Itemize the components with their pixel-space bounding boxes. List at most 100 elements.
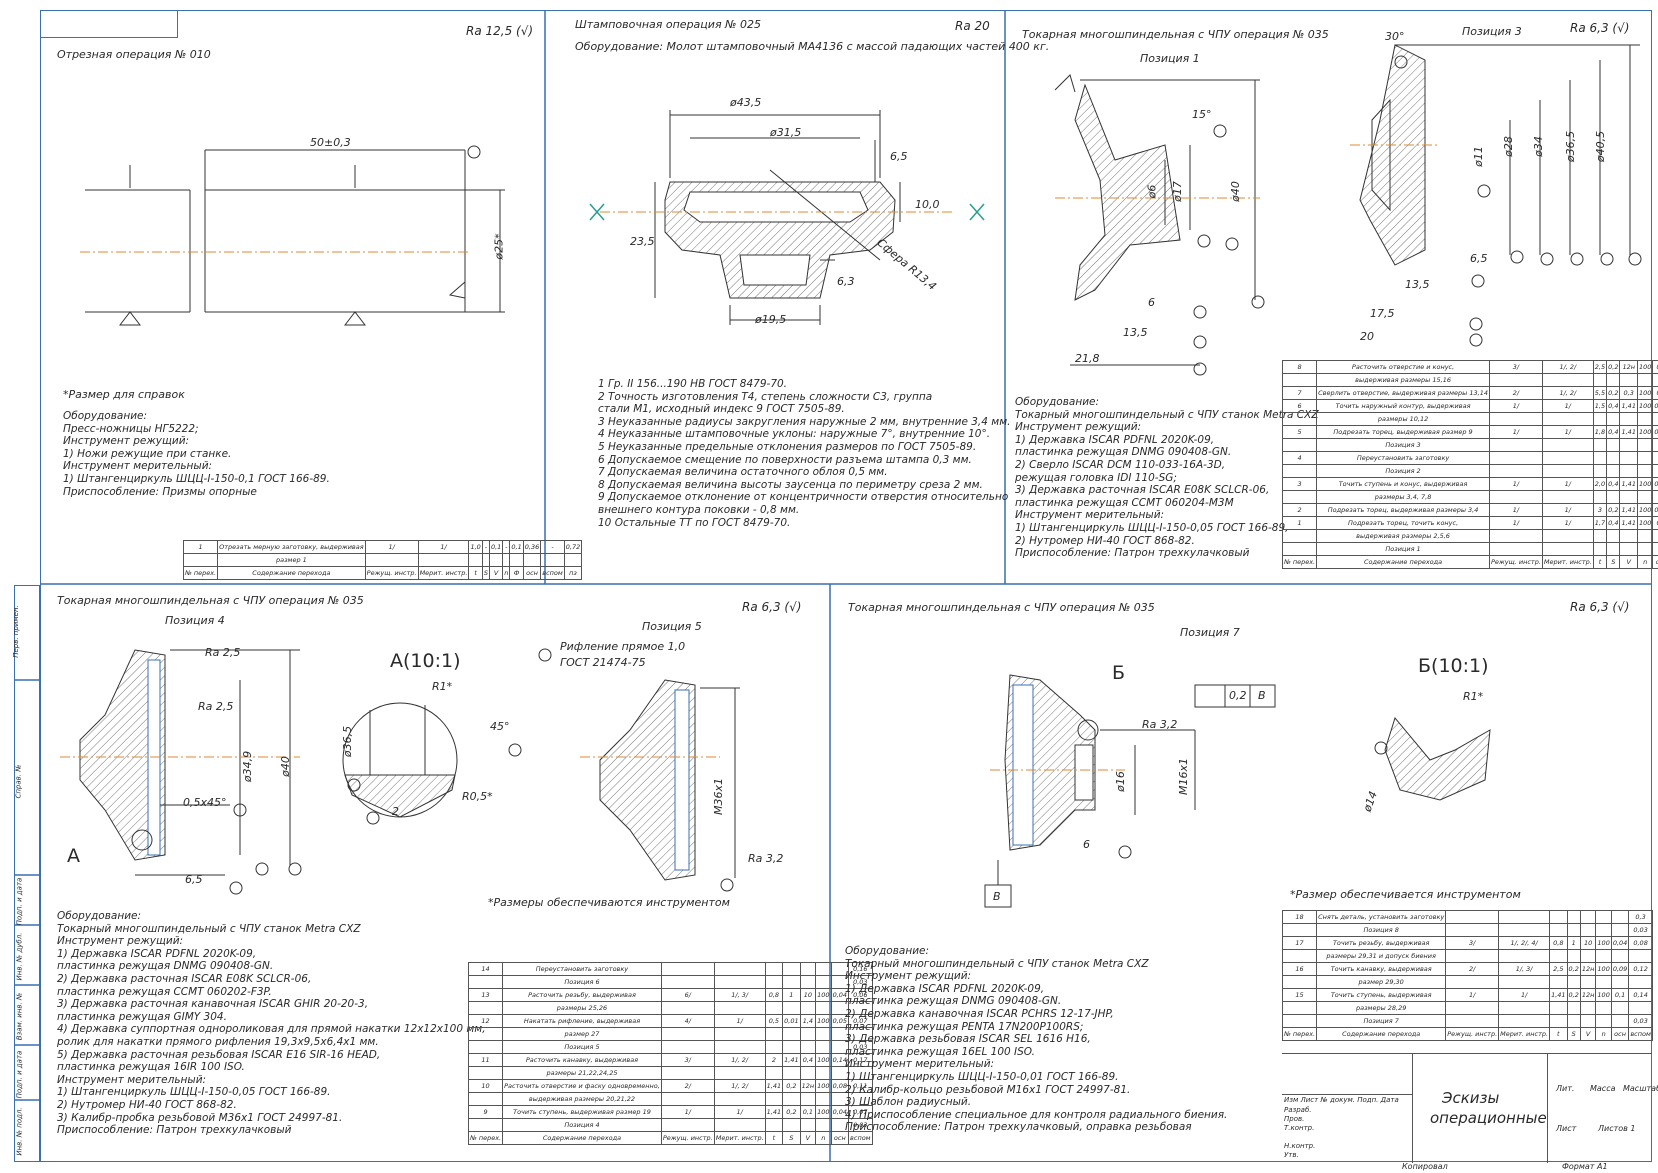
table-cell: Режущ. инстр. [661, 1132, 714, 1145]
table-cell [1620, 530, 1637, 543]
table-cell [783, 1028, 800, 1041]
table-cell: Точить канавку, выдерживая [1317, 963, 1446, 976]
op035a-dim-8: 30° [1385, 30, 1405, 43]
table-cell: 0,13 [1653, 478, 1658, 491]
table-cell [1567, 1002, 1580, 1015]
table-cell: Позиция 7 [1317, 1015, 1446, 1028]
table-cell [800, 1002, 816, 1015]
table-cell: 6 [1283, 400, 1317, 413]
table-cell [1446, 950, 1499, 963]
table-cell [800, 976, 816, 989]
table-cell [816, 1119, 831, 1132]
table-cell [661, 1028, 714, 1041]
table-cell: Содержание перехода [1317, 556, 1490, 569]
op035b-dim-4: ø40 [279, 756, 292, 777]
table-cell: Позиция 8 [1317, 924, 1446, 937]
table-cell: № перех. [1283, 556, 1317, 569]
table-cell [1607, 530, 1620, 543]
table-cell: 100 [1637, 517, 1652, 530]
table-cell [1550, 1002, 1567, 1015]
op035b-dim-9: 45° [490, 720, 510, 733]
op035b-title: Токарная многошпиндельная с ЧПУ операция… [57, 594, 364, 607]
table-cell [1446, 911, 1499, 924]
table-cell: 5 [1283, 426, 1317, 439]
table-cell: S [783, 1132, 800, 1145]
op010-note: *Размер для справок [63, 388, 185, 401]
table-row: Позиция 8 0,03 [1283, 924, 1653, 937]
table-cell [1637, 374, 1652, 387]
table-cell [1611, 911, 1628, 924]
table-cell: 1/ [1542, 478, 1593, 491]
side-strip-7: Инв. № подл. [14, 1107, 27, 1155]
table-cell [1653, 439, 1658, 452]
table-cell [765, 1093, 782, 1106]
stamp-format: Формат A1 [1562, 1160, 1608, 1173]
table-cell: Содержание перехода [503, 1132, 662, 1145]
table-cell: 1,41 [1620, 426, 1637, 439]
op035b-dim-2: Ra 2,5 [198, 700, 233, 713]
side-strip-4: Инв. № дубл. [13, 933, 26, 981]
table-cell: размеры 25,26 [503, 1002, 662, 1015]
table-cell: 0,2 [783, 1080, 800, 1093]
table-cell [1567, 950, 1580, 963]
table-cell: 0,01 [783, 1015, 800, 1028]
table-cell [1542, 543, 1593, 556]
table-cell [1542, 491, 1593, 504]
table-cell: 0,4 [1607, 478, 1620, 491]
table-cell: 0,4 [800, 1054, 816, 1067]
table-cell [469, 1041, 503, 1054]
table-cell [1620, 413, 1637, 426]
op035b-dim-13: ГОСТ 21474-75 [560, 656, 646, 669]
table-cell: 0,03 [1629, 924, 1653, 937]
table-cell: 100 [1637, 361, 1652, 374]
table-cell [1499, 976, 1550, 989]
table-cell [1489, 543, 1542, 556]
stamp-title-1: Эскизы [1442, 1092, 1499, 1105]
op035a-dim-11: ø34 [1532, 136, 1545, 157]
table-cell: 0,1 [1653, 387, 1658, 400]
table-cell [1580, 911, 1596, 924]
table-cell: 2 [765, 1054, 782, 1067]
table-cell [1542, 439, 1593, 452]
table-cell [1607, 465, 1620, 478]
table-cell [1653, 413, 1658, 426]
op035a-dim-12: ø36,5 [1564, 131, 1577, 162]
table-cell: 0,2 [1607, 387, 1620, 400]
table-cell: Расточить канавку, выдерживая [503, 1054, 662, 1067]
table-cell: 2,5 [1550, 963, 1567, 976]
op035b-pos4: Позиция 4 [165, 614, 225, 627]
table-cell [1550, 1015, 1567, 1028]
table-cell [1550, 950, 1567, 963]
table-cell [1653, 491, 1658, 504]
op035a-dim-9: ø11 [1472, 146, 1485, 167]
table-cell: 2,5 [1593, 361, 1606, 374]
table-cell: № перех. [1283, 1028, 1317, 1041]
table-cell [1629, 1002, 1653, 1015]
table-cell [765, 1119, 782, 1132]
table-cell [661, 976, 714, 989]
table-cell [816, 963, 831, 976]
table-row: размер 1 [184, 554, 582, 567]
table-cell: Точить резьбу, выдерживая [1317, 937, 1446, 950]
table-cell [469, 1093, 503, 1106]
table-cell: Позиция 6 [503, 976, 662, 989]
table-cell [1596, 976, 1611, 989]
table-cell: 4/ [661, 1015, 714, 1028]
op010-equipment: Оборудование:Пресс-ножницы НГ5222;Инстру… [63, 410, 330, 498]
table-cell: 100 [1637, 400, 1652, 413]
op035c-roughness: Ra 6,3 (√) [1570, 601, 1629, 614]
op035b-dim-8: R1* [432, 680, 452, 693]
op035a-dim-15: 13,5 [1405, 278, 1430, 291]
table-cell [783, 1002, 800, 1015]
op035c-pos7: Позиция 7 [1180, 626, 1240, 639]
table-cell: 0,4 [1607, 400, 1620, 413]
op025-dim-6: ø19,5 [755, 313, 786, 326]
op010-title: Отрезная операция № 010 [57, 48, 211, 61]
table-cell: 0,08 [1653, 504, 1658, 517]
table-cell: 0,09 [1611, 963, 1628, 976]
